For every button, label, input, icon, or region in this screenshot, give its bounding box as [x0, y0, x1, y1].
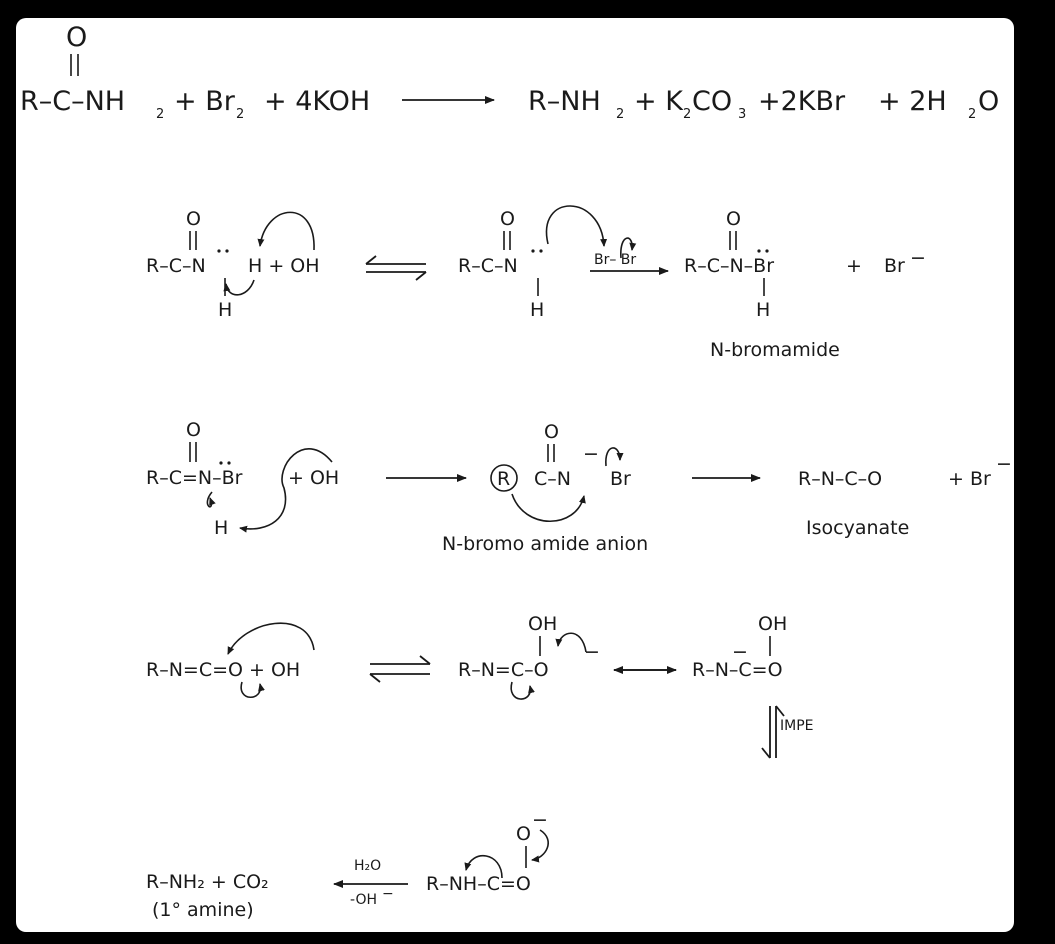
overall-water-sub: 2	[968, 107, 976, 122]
step1-equilibrium-top-hook	[365, 255, 377, 265]
step3-curved-arrow-oh	[227, 622, 315, 655]
step4-product-label: (1° amine)	[152, 899, 254, 921]
step2-reactant: R–C=N–Br	[146, 467, 243, 489]
step2-reactant-o: O	[186, 419, 201, 441]
step2-isocyanate: R–N–C–O	[798, 468, 882, 490]
step2-reactant-h: H	[214, 517, 228, 539]
step3-curved-arrow-n	[510, 681, 535, 700]
step1-plus: +	[846, 255, 862, 277]
step3-intermediate: R–N=C–O	[458, 659, 549, 681]
step3-intermediate-oh: OH	[528, 613, 557, 635]
step2-curved-arrow-ch	[206, 491, 216, 508]
step3-resonance: R–N–C=O	[692, 659, 783, 681]
step2-anion-charge: −	[583, 443, 599, 465]
step2-bromide: + Br	[948, 468, 991, 490]
hofmann-rearrangement-scheme: O R–C–NH 2 + Br 2 + 4KOH R–NH 2 + K 2 CO…	[20, 22, 1012, 921]
step2-anion-br: Br	[610, 468, 631, 490]
step1-anion-dot-1	[531, 249, 535, 253]
overall-k2co3-sub2: 3	[738, 107, 746, 122]
overall-carbonyl-o: O	[66, 22, 87, 53]
step1-lone-pair-dot-2	[225, 249, 229, 253]
overall-product-amine-sub: 2	[616, 107, 624, 122]
step2-curved-arrow-oh	[239, 447, 333, 533]
overall-product-amine: R–NH	[528, 86, 601, 117]
step3-equilibrium-bottom-hook	[369, 673, 381, 683]
step1-anion-h: H	[530, 299, 544, 321]
step2-curved-arrow-br	[605, 447, 624, 467]
step1-curved-arrow-to-br	[545, 205, 608, 247]
step3-impe-label: IMPE	[780, 718, 814, 734]
step3-resonance-oh: OH	[758, 613, 787, 635]
step1-bromide-charge: −	[910, 247, 926, 269]
step1-product: R–C–N–Br	[684, 255, 774, 277]
step3-isocyanate: R–N=C=O + OH	[146, 659, 300, 681]
step1-curved-arrow-oh	[257, 211, 315, 251]
step3-curved-arrow-co	[240, 681, 265, 698]
step4-reagent-charge: −	[382, 886, 394, 902]
overall-kbr: +2KBr	[758, 86, 846, 117]
overall-equation: O R–C–NH 2 + Br 2 + 4KOH R–NH 2 + K 2 CO…	[20, 22, 999, 122]
step2-hydroxide: + OH	[288, 467, 339, 489]
step1-curved-arrow-br-br	[620, 237, 637, 259]
step1-product-dot-1	[757, 249, 761, 253]
step1-anion-o: O	[500, 208, 515, 230]
step2-anion-r: R	[497, 468, 510, 490]
reaction-panel: O R–C–NH 2 + Br 2 + 4KOH R–NH 2 + K 2 CO…	[16, 18, 1014, 932]
overall-water-a: + 2H	[878, 86, 947, 117]
step1-anion-dot-2	[539, 249, 543, 253]
step3-resonance-charge: −	[732, 641, 748, 663]
step3-intermediate-charge: −	[584, 641, 600, 663]
step2-anion-label: N-bromo amide anion	[442, 533, 648, 555]
overall-k2co3-b: CO	[692, 86, 732, 117]
step1-amide-h-right: H + OH	[248, 255, 320, 277]
step1-equilibrium-bottom-hook	[415, 271, 427, 281]
step3-hydroxide-addition: R–N=C=O + OH OH R–N=C–O − OH R–N–C=O − I…	[146, 613, 814, 759]
step1-product-o: O	[726, 208, 741, 230]
step3-equilibrium-top-hook	[419, 655, 431, 665]
step4-product: R–NH₂ + CO₂	[146, 871, 269, 893]
step2-anion-rearrangement: O R–C=N–Br H + OH R O C–N − Br N-bromo a…	[146, 419, 1012, 555]
step2-curved-arrow-migration	[511, 493, 586, 523]
step2-reactant-dot-2	[227, 461, 231, 465]
step1-anion-left: R–C–N	[458, 255, 518, 277]
step2-bromide-charge: −	[996, 453, 1012, 475]
step4-carbamate: R–NH–C=O	[426, 873, 531, 895]
step1-br-br: Br– Br	[594, 252, 636, 268]
overall-br2-sub: 2	[236, 107, 244, 122]
step2-isocyanate-label: Isocyanate	[806, 517, 909, 539]
step2-anion-rest: C–N	[534, 468, 571, 490]
step1-amide-nh: H	[218, 299, 232, 321]
step1-bromide: Br	[884, 255, 905, 277]
overall-k2co3-a: + K	[634, 86, 684, 117]
step3-curved-arrow-o	[555, 632, 587, 653]
step1-lone-pair-dot-1	[217, 249, 221, 253]
step1-amide-left: R–C–N	[146, 255, 206, 277]
step4-carbamate-charge: −	[532, 809, 548, 831]
overall-reactant-sub: 2	[156, 107, 164, 122]
step3-impe-arrow-up-hook	[775, 705, 785, 717]
overall-br2: + Br	[174, 86, 236, 117]
step1-deprotonation-bromination: O R–C–N H + OH H O R–C–N H Br– Br O R–C–…	[146, 205, 926, 361]
overall-koh: + 4KOH	[264, 86, 370, 117]
step3-impe-arrow-down-hook	[761, 747, 771, 759]
step1-curved-arrow-nh	[223, 279, 255, 296]
step4-reagent-top: H₂O	[354, 858, 381, 874]
overall-k2co3-sub1: 2	[683, 107, 691, 122]
step2-anion-o: O	[544, 421, 559, 443]
step4-curved-arrow-nh	[464, 854, 503, 879]
step1-amide-o: O	[186, 208, 201, 230]
step1-product-label: N-bromamide	[710, 339, 840, 361]
overall-reactant: R–C–NH	[20, 86, 125, 117]
step2-reactant-dot-1	[219, 461, 223, 465]
step4-decarboxylation: R–NH₂ + CO₂ (1° amine) H₂O -OH − O − R–N…	[146, 809, 549, 921]
step4-reagent-bottom: -OH	[350, 892, 377, 908]
step1-product-h: H	[756, 299, 770, 321]
overall-water-b: O	[978, 86, 999, 117]
step1-product-dot-2	[765, 249, 769, 253]
step2-r-circle	[490, 464, 518, 492]
step4-curved-arrow-o	[531, 829, 549, 863]
step4-carbamate-o: O	[516, 823, 531, 845]
